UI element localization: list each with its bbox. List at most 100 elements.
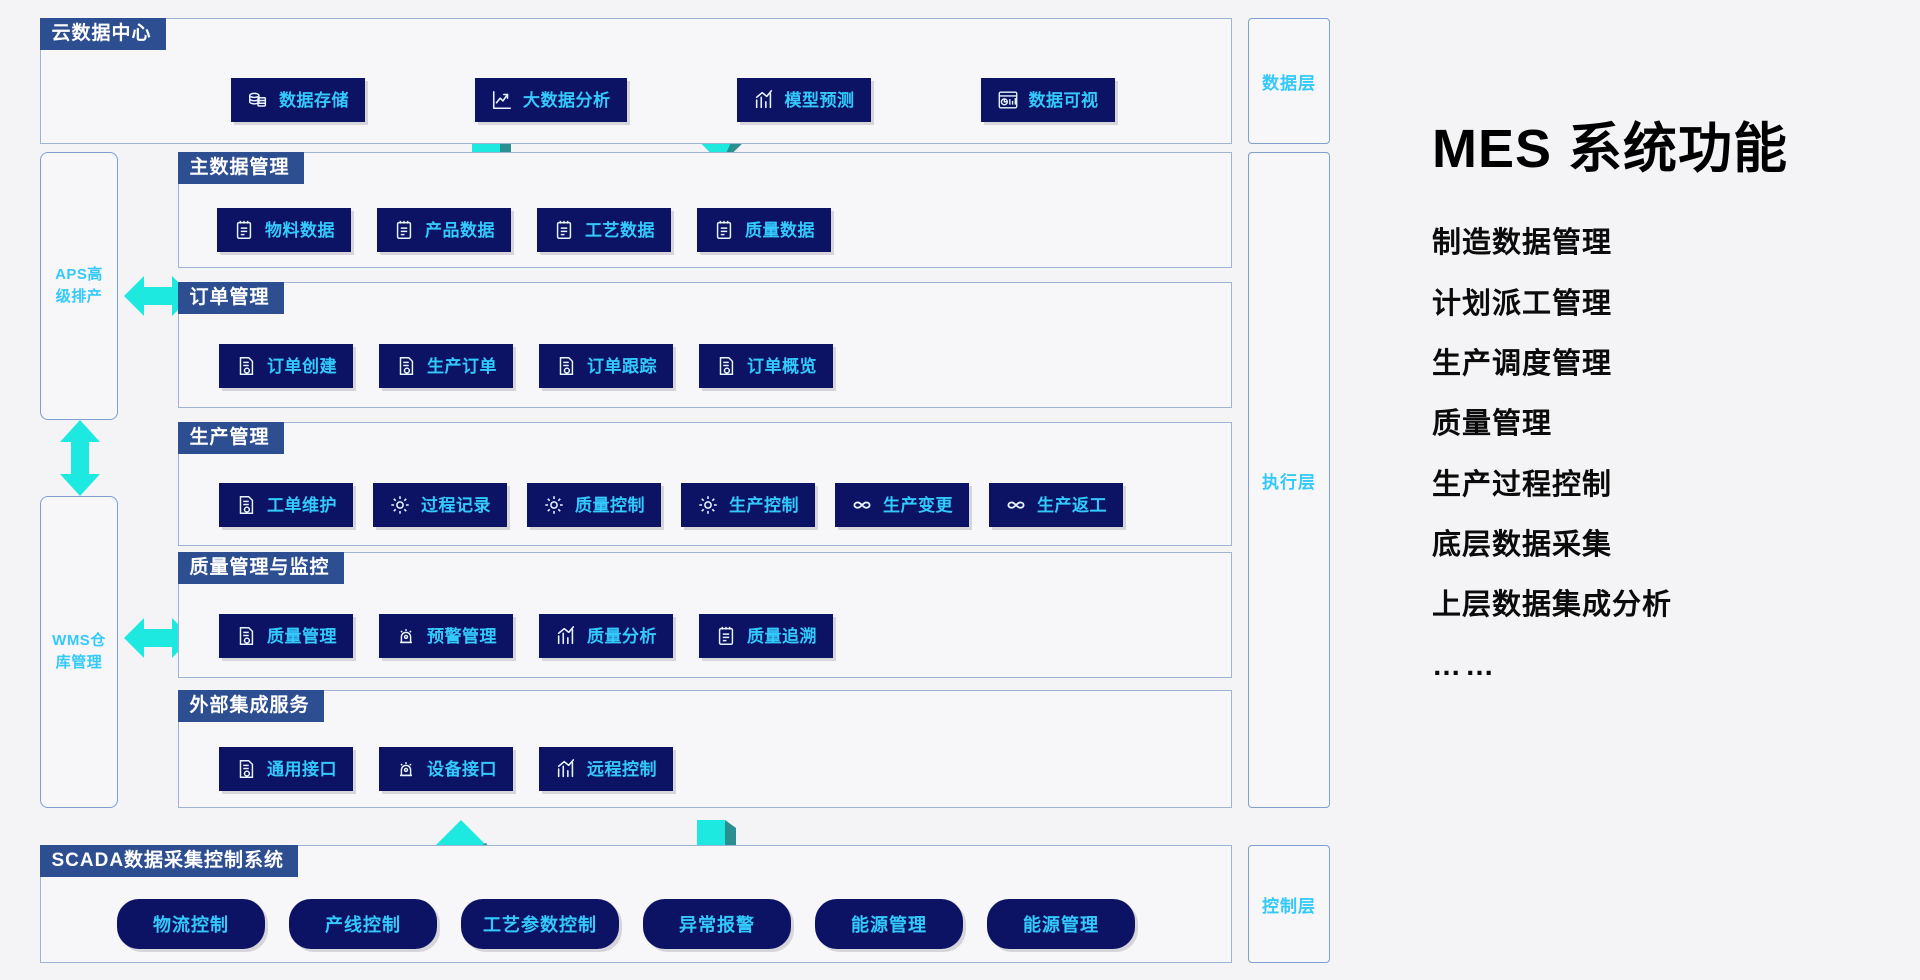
tile-alarm-management[interactable]: 预警管理 bbox=[379, 614, 513, 658]
group-title-quality: 质量管理与监控 bbox=[177, 551, 344, 585]
tile-quality-analysis[interactable]: 质量分析 bbox=[539, 614, 673, 658]
panel-item-plan-dispatch: 计划派工管理 bbox=[1432, 287, 1613, 320]
tile-label: 质量管理 bbox=[267, 626, 337, 646]
tile-big-data-analysis[interactable]: 大数据分析 bbox=[475, 78, 627, 122]
tile-order-tracking[interactable]: 订单跟踪 bbox=[539, 344, 673, 388]
group-title-master-data: 主数据管理 bbox=[177, 151, 304, 185]
tile-material-data[interactable]: 物料数据 bbox=[217, 208, 351, 252]
tile-production-change[interactable]: 生产变更 bbox=[835, 483, 969, 527]
tile-process-record[interactable]: 过程记录 bbox=[373, 483, 507, 527]
dashboard-icon bbox=[997, 89, 1019, 111]
tile-label: 产线控制 bbox=[325, 915, 401, 935]
tile-label: 能源管理 bbox=[851, 915, 927, 935]
tile-production-rework[interactable]: 生产返工 bbox=[989, 483, 1123, 527]
panel-item-data-acquisition: 底层数据采集 bbox=[1432, 529, 1613, 562]
layer-label: 控制层 bbox=[1262, 896, 1316, 916]
tile-production-control[interactable]: 生产控制 bbox=[681, 483, 815, 527]
clipboard-icon bbox=[233, 219, 255, 241]
alarm-light-icon bbox=[395, 625, 417, 647]
tile-label: 异常报警 bbox=[679, 915, 755, 935]
arrow-aps-wms-vertical bbox=[52, 420, 108, 496]
database-icon bbox=[247, 89, 269, 111]
tile-order-overview[interactable]: 订单概览 bbox=[699, 344, 833, 388]
tile-model-prediction[interactable]: 模型预测 bbox=[736, 78, 871, 122]
tile-energy-management-2[interactable]: 能源管理 bbox=[987, 899, 1135, 949]
side-system-aps: APS高级排产 bbox=[40, 152, 118, 420]
tile-abnormal-alarm[interactable]: 异常报警 bbox=[643, 899, 791, 949]
document-gear-icon bbox=[235, 625, 257, 647]
group-quality-management: 质量管理与监控 质量管理 bbox=[177, 551, 1232, 678]
tile-process-data[interactable]: 工艺数据 bbox=[537, 208, 671, 252]
group-scada: SCADA数据采集控制系统 物流控制 产线控制 工艺参数控制 异常报警 能源管理… bbox=[39, 844, 1232, 963]
page-title: MES 系统功能 bbox=[1432, 119, 1789, 179]
group-order-management: 订单管理 订单创建 bbox=[177, 281, 1232, 408]
tile-label: 订单创建 bbox=[267, 356, 337, 376]
tile-label: 大数据分析 bbox=[523, 90, 611, 110]
tile-label: 生产控制 bbox=[729, 495, 799, 515]
tile-label: 过程记录 bbox=[421, 495, 491, 515]
tile-general-interface[interactable]: 通用接口 bbox=[219, 747, 353, 791]
tile-label: 生产变更 bbox=[883, 495, 953, 515]
trend-chart-icon bbox=[491, 89, 513, 111]
group-title-integration: 外部集成服务 bbox=[177, 689, 324, 723]
side-system-label: APS高级排产 bbox=[55, 266, 103, 305]
panel-item-process-control: 生产过程控制 bbox=[1432, 468, 1613, 501]
tile-label: 工艺数据 bbox=[585, 220, 655, 240]
tile-work-order-maintenance[interactable]: 工单维护 bbox=[219, 483, 353, 527]
gear-icon bbox=[543, 494, 565, 516]
tile-label: 预警管理 bbox=[427, 626, 497, 646]
document-gear-icon bbox=[235, 355, 257, 377]
tile-production-order[interactable]: 生产订单 bbox=[379, 344, 513, 388]
gear-icon bbox=[697, 494, 719, 516]
tile-data-visualization[interactable]: 数据可视 bbox=[980, 78, 1115, 122]
infinity-icon bbox=[1005, 494, 1027, 516]
group-title-order: 订单管理 bbox=[177, 281, 284, 315]
layer-control: 控制层 bbox=[1248, 845, 1330, 963]
tile-label: 远程控制 bbox=[587, 759, 657, 779]
tile-process-parameter-control[interactable]: 工艺参数控制 bbox=[461, 899, 619, 949]
document-gear-icon bbox=[555, 355, 577, 377]
tile-quality-data[interactable]: 质量数据 bbox=[697, 208, 831, 252]
tile-label: 能源管理 bbox=[1023, 915, 1099, 935]
document-gear-icon bbox=[395, 355, 417, 377]
clipboard-icon bbox=[393, 219, 415, 241]
tile-label: 产品数据 bbox=[425, 220, 495, 240]
tile-remote-control[interactable]: 远程控制 bbox=[539, 747, 673, 791]
tile-logistics-control[interactable]: 物流控制 bbox=[117, 899, 265, 949]
tile-device-interface[interactable]: 设备接口 bbox=[379, 747, 513, 791]
tile-quality-management[interactable]: 质量管理 bbox=[219, 614, 353, 658]
document-gear-icon bbox=[235, 758, 257, 780]
tile-label: 工艺参数控制 bbox=[483, 915, 597, 935]
tile-energy-management-1[interactable]: 能源管理 bbox=[815, 899, 963, 949]
side-system-wms: WMS仓库管理 bbox=[40, 496, 118, 808]
infinity-icon bbox=[851, 494, 873, 516]
tile-label: 质量控制 bbox=[575, 495, 645, 515]
tile-label: 物料数据 bbox=[265, 220, 335, 240]
group-master-data: 主数据管理 物料数据 bbox=[177, 151, 1232, 268]
tile-label: 质量数据 bbox=[745, 220, 815, 240]
document-gear-icon bbox=[715, 355, 737, 377]
tile-label: 数据可视 bbox=[1028, 90, 1099, 110]
document-gear-icon bbox=[235, 494, 257, 516]
panel-item-quality-management: 质量管理 bbox=[1432, 408, 1553, 441]
panel-item-production-scheduling: 生产调度管理 bbox=[1432, 348, 1613, 381]
arrow-wms-bidirectional bbox=[124, 610, 192, 666]
bar-trend-icon bbox=[753, 89, 775, 111]
tile-production-line-control[interactable]: 产线控制 bbox=[289, 899, 437, 949]
tile-label: 质量分析 bbox=[587, 626, 657, 646]
tile-label: 生产返工 bbox=[1037, 495, 1107, 515]
panel-item-manufacturing-data: 制造数据管理 bbox=[1432, 227, 1613, 260]
layer-label: 执行层 bbox=[1262, 472, 1316, 492]
tile-order-create[interactable]: 订单创建 bbox=[219, 344, 353, 388]
tile-quality-traceability[interactable]: 质量追溯 bbox=[699, 614, 833, 658]
clipboard-icon bbox=[713, 219, 735, 241]
tile-data-storage[interactable]: 数据存储 bbox=[231, 78, 365, 122]
arrow-aps-bidirectional bbox=[124, 268, 192, 324]
alarm-light-icon bbox=[395, 758, 417, 780]
tile-quality-control[interactable]: 质量控制 bbox=[527, 483, 661, 527]
tile-label: 订单概览 bbox=[747, 356, 817, 376]
panel-item-data-integration-analysis: 上层数据集成分析 bbox=[1432, 589, 1673, 622]
mes-feature-panel: MES 系统功能 制造数据管理 计划派工管理 生产调度管理 质量管理 生产过程控… bbox=[1432, 119, 1892, 683]
panel-ellipsis: …… bbox=[1432, 649, 1498, 682]
tile-product-data[interactable]: 产品数据 bbox=[377, 208, 511, 252]
